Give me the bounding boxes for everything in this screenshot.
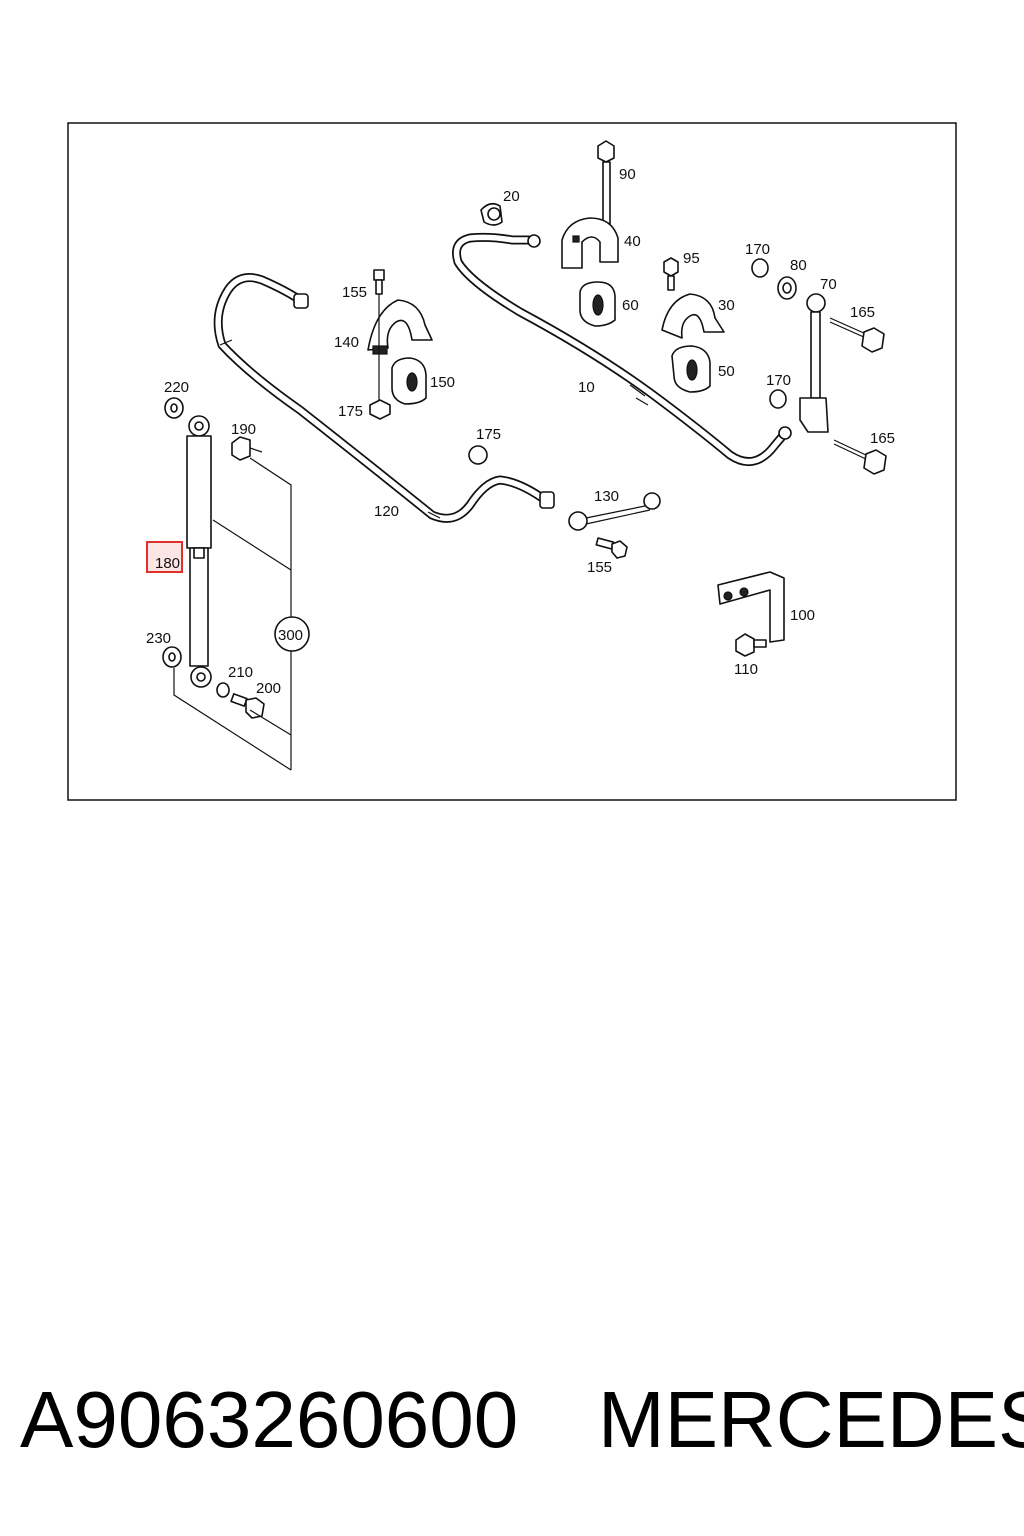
kit-300-leaders bbox=[173, 457, 310, 771]
bracket-100 bbox=[717, 571, 785, 643]
clamp-40 bbox=[561, 217, 619, 269]
callout-100: 100 bbox=[790, 607, 815, 624]
callout-180: 180 bbox=[155, 555, 180, 572]
link-130 bbox=[568, 492, 661, 531]
callout-300: 300 bbox=[278, 627, 303, 644]
parts-diagram: 180 10 20 30 40 50 60 70 80 90 95 100 11… bbox=[67, 122, 957, 801]
callout-190: 190 bbox=[231, 421, 256, 438]
callout-170-bottom: 170 bbox=[766, 372, 791, 389]
callout-230: 230 bbox=[146, 630, 171, 647]
bolt-165-bottom bbox=[833, 439, 887, 475]
callout-155-bottom: 155 bbox=[587, 559, 612, 576]
bolt-200 bbox=[230, 693, 265, 719]
bush-50 bbox=[671, 345, 711, 393]
washer-210 bbox=[216, 682, 230, 698]
washer-230 bbox=[162, 646, 182, 668]
washer-170-top bbox=[751, 258, 769, 278]
bolt-110 bbox=[735, 633, 767, 657]
link-70 bbox=[799, 293, 829, 433]
caption-bar: A9063260600 MERCEDES bbox=[0, 1370, 1024, 1470]
bolt-95 bbox=[663, 257, 679, 291]
callout-210: 210 bbox=[228, 664, 253, 681]
callout-175-left: 175 bbox=[338, 403, 363, 420]
diagram-frame bbox=[67, 122, 957, 801]
callout-10: 10 bbox=[578, 379, 595, 396]
bolt-165-top bbox=[829, 317, 885, 353]
bush-150 bbox=[391, 357, 427, 405]
brand-name: MERCEDES bbox=[598, 1375, 1024, 1464]
nut-175-left bbox=[369, 399, 391, 420]
callout-220: 220 bbox=[164, 379, 189, 396]
callout-130: 130 bbox=[594, 488, 619, 505]
bolt-190 bbox=[231, 436, 263, 461]
callout-150: 150 bbox=[430, 374, 455, 391]
bush-60 bbox=[579, 281, 616, 327]
callout-80: 80 bbox=[790, 257, 807, 274]
highlight-box-180 bbox=[146, 541, 183, 573]
bush-80 bbox=[777, 276, 797, 300]
shock-absorber-180 bbox=[186, 415, 212, 688]
callout-110: 110 bbox=[734, 661, 758, 678]
callout-175-mid: 175 bbox=[476, 426, 501, 443]
callout-70: 70 bbox=[820, 276, 837, 293]
bolt-155-top bbox=[373, 269, 385, 295]
callout-120: 120 bbox=[374, 503, 399, 520]
clamp-140 bbox=[367, 299, 433, 355]
stabilizer-bar-10 bbox=[452, 232, 792, 467]
callout-165-bottom: 165 bbox=[870, 430, 895, 447]
callout-90: 90 bbox=[619, 166, 636, 183]
callout-200: 200 bbox=[256, 680, 281, 697]
stabilizer-bar-120 bbox=[213, 273, 555, 523]
part-number: A9063260600 bbox=[20, 1375, 519, 1464]
washer-220 bbox=[164, 397, 184, 419]
callout-40: 40 bbox=[624, 233, 641, 250]
callout-155-top: 155 bbox=[342, 284, 367, 301]
callout-20: 20 bbox=[503, 188, 520, 205]
bolt-155-bottom bbox=[595, 537, 628, 559]
callout-95: 95 bbox=[683, 250, 700, 267]
callout-165-top: 165 bbox=[850, 304, 875, 321]
bush-20 bbox=[480, 202, 503, 226]
bolt-90 bbox=[597, 140, 615, 225]
callout-170-top: 170 bbox=[745, 241, 770, 258]
callout-30: 30 bbox=[718, 297, 735, 314]
washer-170-bottom bbox=[769, 389, 787, 409]
washer-175-mid bbox=[468, 445, 488, 465]
clamp-30 bbox=[661, 293, 725, 339]
callout-140: 140 bbox=[334, 334, 359, 351]
callout-50: 50 bbox=[718, 363, 735, 380]
callout-60: 60 bbox=[622, 297, 639, 314]
